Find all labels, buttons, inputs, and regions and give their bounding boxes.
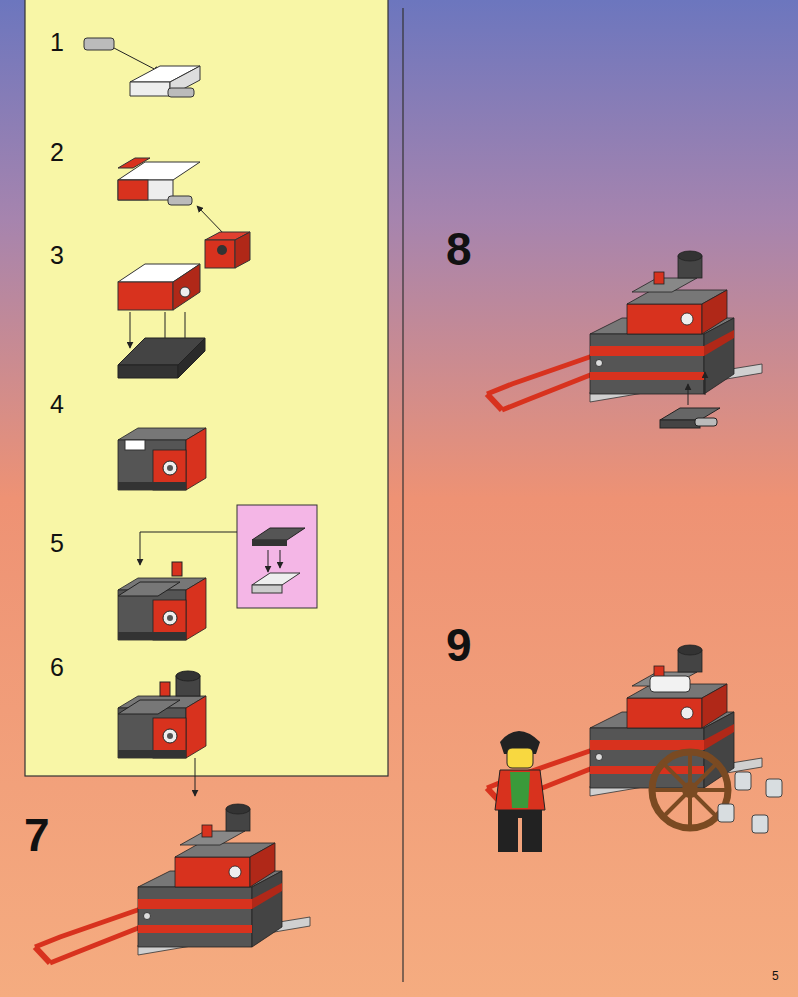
step-number: 5	[50, 531, 64, 556]
step-number: 8	[446, 226, 472, 272]
page-number: 5	[772, 970, 779, 982]
step-number: 4	[50, 392, 64, 417]
step-number: 2	[50, 140, 64, 165]
step-number: 6	[50, 655, 64, 680]
step-number: 3	[50, 243, 64, 268]
step-number: 1	[50, 30, 64, 55]
step-number: 9	[446, 622, 472, 668]
step-number: 7	[24, 812, 50, 858]
